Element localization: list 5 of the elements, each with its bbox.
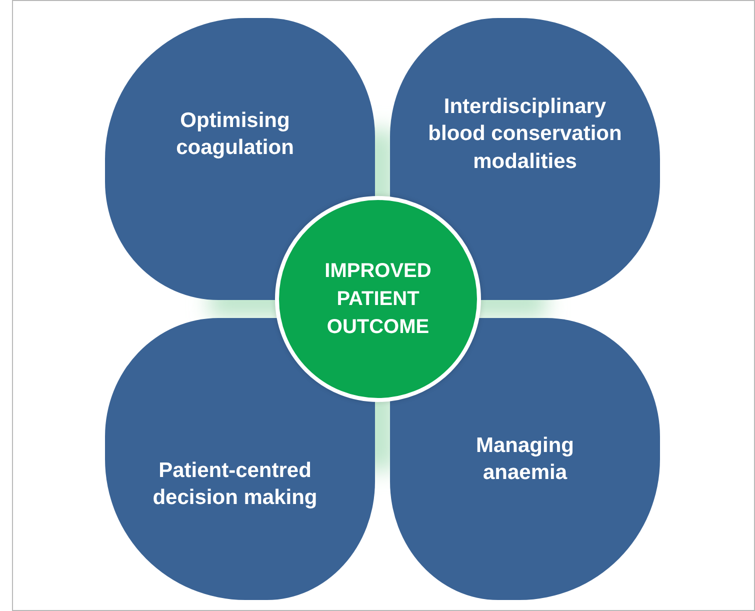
petal-label: Managing anaemia [475,432,575,486]
center-label: IMPROVED PATIENT OUTCOME [324,259,432,340]
petal-label: Patient-centred decision making [152,458,318,511]
petal-label: Optimising coagulation [175,108,295,161]
petal-label: Interdisciplinary blood conservation modalities [427,94,623,175]
